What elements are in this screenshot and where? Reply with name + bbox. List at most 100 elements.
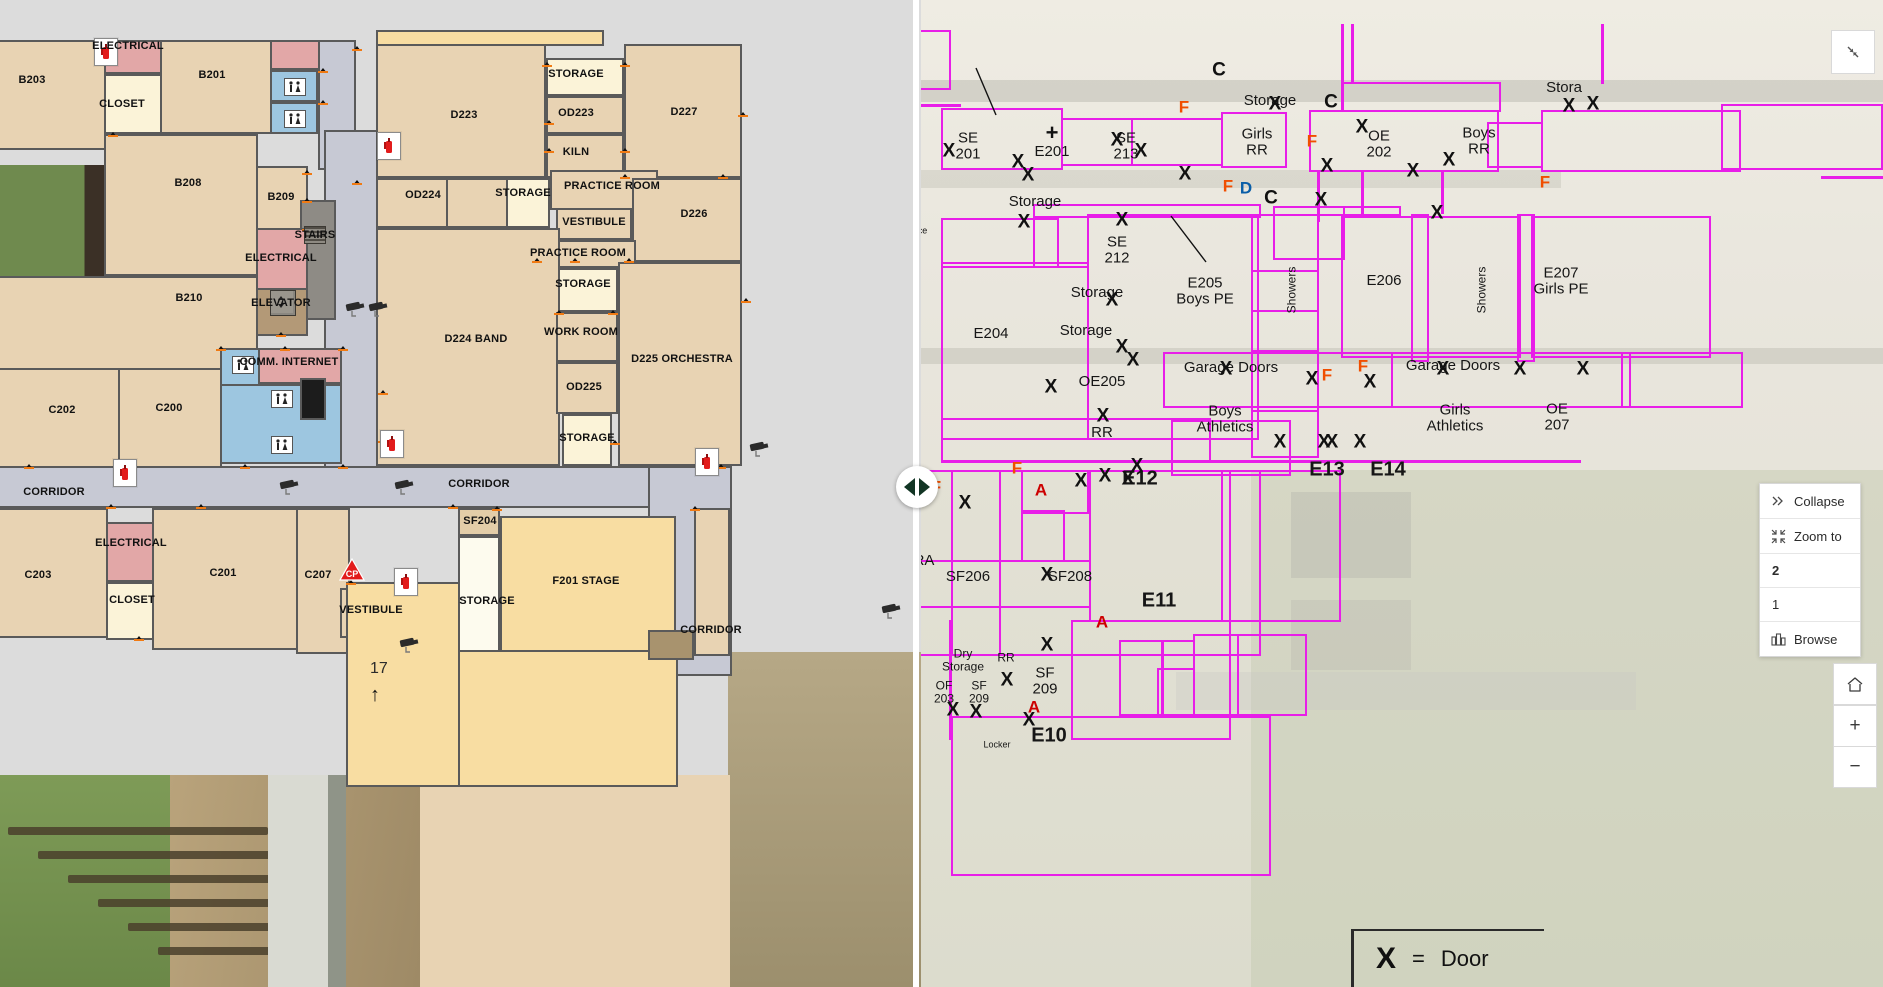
overlay-room[interactable] bbox=[1411, 214, 1429, 362]
overlay-room[interactable] bbox=[1517, 214, 1535, 362]
room-storage-d2[interactable] bbox=[506, 178, 550, 228]
room-od224[interactable] bbox=[376, 178, 448, 228]
room-sf204[interactable] bbox=[458, 508, 500, 536]
room-f-gold-bottom[interactable] bbox=[458, 650, 678, 787]
restroom-icon bbox=[271, 390, 293, 408]
room-storage-f[interactable] bbox=[458, 536, 500, 656]
room-od225[interactable] bbox=[556, 362, 618, 414]
room-c200[interactable] bbox=[118, 368, 222, 468]
browse-button[interactable]: Browse bbox=[1760, 622, 1860, 656]
room-electrical-c[interactable] bbox=[106, 522, 154, 582]
door-marker bbox=[738, 110, 748, 117]
overlay-room[interactable] bbox=[1171, 420, 1291, 476]
room-electrical-b2[interactable] bbox=[256, 228, 308, 290]
overlay-room[interactable] bbox=[1021, 510, 1065, 562]
overlay-room[interactable] bbox=[921, 470, 1001, 656]
room-storage-d4[interactable] bbox=[562, 414, 612, 466]
room-closet-c[interactable] bbox=[106, 582, 154, 640]
door-marker bbox=[716, 462, 726, 469]
room-d226[interactable] bbox=[632, 178, 742, 262]
room-b203[interactable] bbox=[0, 40, 106, 150]
overlay-room[interactable] bbox=[941, 262, 1089, 440]
room-closet-b[interactable] bbox=[104, 74, 162, 134]
room-storage-d3[interactable] bbox=[556, 268, 618, 312]
overlay-room[interactable] bbox=[1087, 214, 1259, 440]
overlay-room[interactable] bbox=[1309, 110, 1499, 172]
room-storage-d1[interactable] bbox=[546, 58, 624, 96]
room-d-mid-1[interactable] bbox=[446, 178, 508, 228]
floor-option-2[interactable]: 2 bbox=[1760, 554, 1860, 588]
overlay-room[interactable] bbox=[951, 716, 1271, 876]
overlay-room[interactable] bbox=[1251, 270, 1319, 312]
collapse-button[interactable]: Collapse bbox=[1760, 484, 1860, 519]
room-b208[interactable] bbox=[104, 134, 258, 276]
room-vestibule-d[interactable] bbox=[556, 208, 632, 240]
zoom-to-label: Zoom to bbox=[1794, 528, 1842, 544]
overlay-room[interactable] bbox=[1541, 110, 1741, 172]
letter-marker-a: A bbox=[1095, 612, 1109, 632]
map-navigation-controls[interactable]: + − bbox=[1833, 653, 1877, 788]
feature-popup-panel[interactable]: Collapse Zoom to 2 1 Br bbox=[1759, 483, 1861, 657]
floor-plan-pane[interactable]: CP 17 ↑ B203 B201 CLOSET ELECTRICAL B208 bbox=[0, 0, 921, 987]
overlay-room[interactable] bbox=[1273, 206, 1401, 216]
overlay-room[interactable] bbox=[1021, 470, 1089, 514]
overlay-room[interactable] bbox=[1391, 352, 1631, 408]
overlay-room[interactable] bbox=[1033, 216, 1089, 268]
plus-marker: + bbox=[1045, 120, 1059, 145]
overlay-room[interactable] bbox=[1089, 470, 1231, 622]
room-d223[interactable] bbox=[376, 44, 546, 178]
room-f201-stage[interactable] bbox=[500, 516, 676, 656]
room-d225-orchestra[interactable] bbox=[618, 262, 742, 466]
overlay-room[interactable] bbox=[1131, 118, 1223, 166]
overlay-room[interactable] bbox=[1033, 204, 1261, 218]
overlay-room[interactable] bbox=[1341, 82, 1501, 112]
overlay-room[interactable] bbox=[941, 218, 1059, 268]
floor-option-1[interactable]: 1 bbox=[1760, 588, 1860, 622]
overlay-room[interactable] bbox=[1237, 634, 1307, 716]
expand-map-button[interactable] bbox=[1831, 30, 1875, 74]
door-marker bbox=[570, 256, 580, 263]
overlay-room[interactable] bbox=[1061, 118, 1133, 166]
overlay-room[interactable] bbox=[1193, 634, 1239, 716]
overlay-room[interactable] bbox=[1221, 470, 1341, 622]
overlay-room[interactable] bbox=[1071, 620, 1231, 740]
overlay-room[interactable] bbox=[921, 30, 951, 90]
overlay-room[interactable] bbox=[1487, 122, 1543, 168]
aerial-map-pane[interactable]: Storage Equipment SE 201 E201 SE 213 Sto… bbox=[921, 0, 1883, 987]
room-od223[interactable] bbox=[546, 96, 624, 134]
pane-splitter-handle[interactable] bbox=[896, 466, 938, 508]
overlay-room[interactable] bbox=[1531, 216, 1711, 358]
room-f-gold-left[interactable] bbox=[346, 582, 460, 787]
door-marker bbox=[690, 504, 700, 511]
zoom-to-button[interactable]: Zoom to bbox=[1760, 519, 1860, 554]
room-c202[interactable] bbox=[0, 368, 120, 468]
room-d227[interactable] bbox=[624, 44, 742, 178]
overlay-room[interactable] bbox=[1341, 216, 1521, 358]
restroom-icon bbox=[284, 110, 306, 128]
overlay-room[interactable] bbox=[1721, 104, 1883, 170]
overlay-room[interactable] bbox=[1251, 410, 1319, 458]
room-b201[interactable] bbox=[160, 40, 272, 134]
room-c-small[interactable] bbox=[300, 378, 326, 420]
overlay-room[interactable] bbox=[1621, 352, 1743, 408]
zoom-out-button[interactable]: − bbox=[1833, 746, 1877, 788]
room-corridor-f-right[interactable] bbox=[694, 508, 730, 656]
zoom-in-button[interactable]: + bbox=[1833, 705, 1877, 746]
room-work-room[interactable] bbox=[556, 312, 618, 362]
collapse-label: Collapse bbox=[1794, 493, 1845, 509]
double-chevron-right-icon bbox=[1770, 493, 1786, 509]
room-c203[interactable] bbox=[0, 508, 108, 638]
door-marker bbox=[280, 344, 290, 351]
fire-extinguisher-icon bbox=[394, 568, 418, 596]
overlay-room[interactable] bbox=[1251, 310, 1319, 352]
door-marker bbox=[544, 118, 554, 125]
letter-marker-f: F bbox=[1306, 131, 1318, 151]
room-c201[interactable] bbox=[152, 508, 298, 650]
overlay-room[interactable] bbox=[921, 560, 1091, 608]
overlay-room[interactable] bbox=[1221, 112, 1287, 168]
door-marker bbox=[106, 502, 116, 509]
home-button[interactable] bbox=[1833, 663, 1877, 705]
room-f-corner[interactable] bbox=[648, 630, 694, 660]
door-marker bbox=[718, 172, 728, 179]
room-d224-band[interactable] bbox=[376, 228, 560, 466]
